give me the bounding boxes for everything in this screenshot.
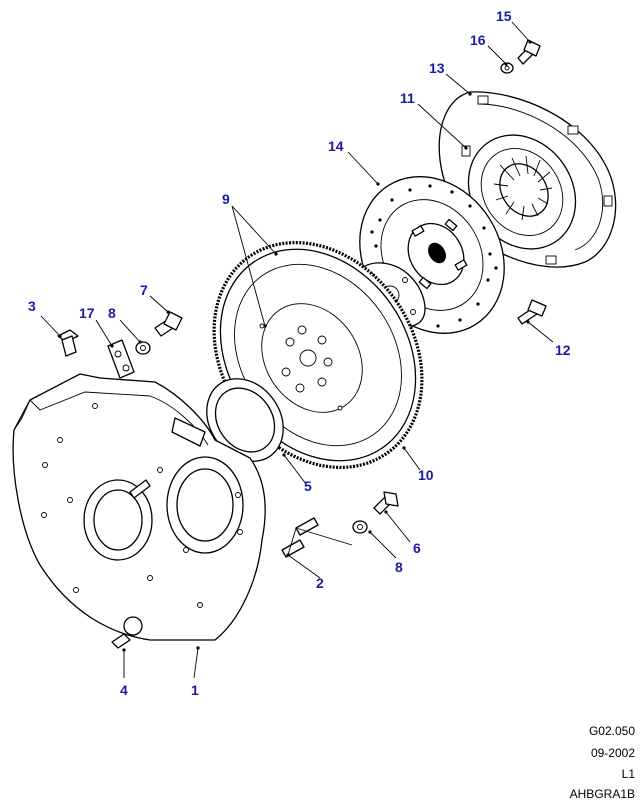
callout-14: 14: [328, 138, 344, 154]
callout-8-lower: 8: [395, 559, 403, 575]
callout-17: 17: [79, 305, 95, 321]
callout-10: 10: [418, 467, 434, 483]
flywheel-adapter-housing: [12, 373, 266, 641]
callout-13: 13: [429, 60, 445, 76]
washer-8-lower: [352, 520, 368, 534]
bolt-12: [517, 299, 547, 325]
figure-level: L1: [621, 767, 635, 781]
leader-lines: [40, 21, 554, 679]
callout-8: 8: [108, 305, 116, 321]
callout-7: 7: [140, 282, 148, 298]
callout-15: 15: [496, 8, 512, 24]
stud-pair: [281, 517, 319, 558]
bolt-15: [517, 39, 541, 65]
callout-11: 11: [400, 90, 415, 106]
bracket-17: [107, 339, 135, 379]
plug-bolt-4: [111, 633, 131, 649]
callout-6: 6: [413, 540, 421, 556]
bolt-6: [373, 491, 399, 515]
washer-8: [135, 341, 151, 355]
callout-9: 9: [222, 191, 230, 207]
figure-code: AHBGRA1B: [569, 787, 635, 801]
figure-date: 09-2002: [590, 746, 635, 760]
callout-12: 12: [555, 342, 571, 358]
callout-16: 16: [470, 32, 486, 48]
plug-bolt-3: [57, 329, 79, 357]
callout-5: 5: [304, 478, 312, 494]
crankshaft-rear-oil-seal: [206, 378, 284, 462]
bolt-7: [154, 311, 183, 337]
figure-reference: G02.050: [588, 724, 635, 738]
callout-1: 1: [191, 682, 199, 698]
callout-4: 4: [120, 682, 128, 698]
callout-3: 3: [28, 298, 36, 314]
dowel-stud-on-housing: [129, 479, 151, 499]
callout-2: 2: [316, 575, 324, 591]
